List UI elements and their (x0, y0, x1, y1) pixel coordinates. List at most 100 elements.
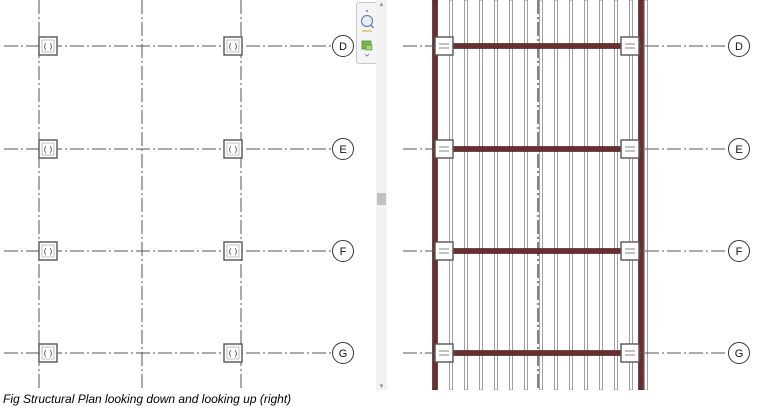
column-outline (620, 36, 640, 56)
right-plan-canvas[interactable]: D E F G (389, 0, 760, 390)
column-symbol: ( ) (44, 349, 53, 358)
column-inner-outline (41, 346, 55, 360)
scroll-down-arrow-icon[interactable]: ▾ (379, 382, 384, 390)
joist (569, 0, 573, 390)
girder (638, 0, 644, 390)
column-marker[interactable] (620, 139, 640, 159)
joist (599, 0, 603, 390)
column-symbol: ( ) (44, 42, 53, 51)
grid-bubble[interactable]: F (728, 240, 750, 262)
grid-label-f: F (736, 246, 743, 258)
grid-label-f: F (340, 246, 347, 258)
grid-bubble[interactable]: D (728, 35, 750, 57)
navigation-bar-icons (360, 9, 375, 57)
grid-bubble-circle (332, 138, 354, 160)
column-marker[interactable] (620, 241, 640, 261)
grid-label-e: E (339, 144, 346, 156)
column-outline (434, 343, 454, 363)
joist (494, 0, 498, 390)
column-marker[interactable]: ( ) (223, 139, 243, 159)
grid-bubble-circle (728, 240, 750, 262)
grid-label-d: D (339, 41, 347, 53)
column-marker[interactable]: ( ) (38, 343, 58, 363)
joist (554, 0, 558, 390)
column-marker[interactable]: ( ) (38, 36, 58, 56)
vertical-scrollbar[interactable]: ▴ ▾ (376, 0, 387, 390)
beam[interactable] (444, 146, 630, 152)
joist (629, 0, 633, 390)
column-marker[interactable] (620, 343, 640, 363)
column-outline (620, 139, 640, 159)
left-plan-canvas[interactable]: ( ) ( ) D ( ) ( ) E ( ) ( ) F ( ) ( ) G (0, 0, 358, 390)
grid-bubble-circle (728, 138, 750, 160)
column-outline (38, 241, 58, 261)
column-outline (434, 36, 454, 56)
column-inner-outline (226, 346, 240, 360)
column-inner-outline (41, 142, 55, 156)
grid-bubble-circle (728, 35, 750, 57)
grid-bubble[interactable]: F (332, 240, 354, 262)
column-outline (434, 139, 454, 159)
girder (432, 0, 438, 390)
column-inner-outline (41, 39, 55, 53)
column-inner-outline (226, 142, 240, 156)
grid-label-e: E (735, 144, 742, 156)
column-outline (223, 343, 243, 363)
column-symbol: ( ) (44, 145, 53, 154)
grid-label-g: G (735, 348, 744, 360)
column-marker[interactable] (434, 241, 454, 261)
column-outline (38, 343, 58, 363)
grid-bubble-circle (332, 240, 354, 262)
column-marker[interactable]: ( ) (223, 343, 243, 363)
right-structural-plan[interactable]: D E F G (389, 0, 760, 390)
joist (479, 0, 483, 390)
grid-bubble[interactable]: E (332, 138, 354, 160)
nav-bar-top-handle[interactable] (365, 9, 369, 13)
grid-bubble[interactable]: G (332, 342, 354, 364)
zoom-icon[interactable] (360, 14, 375, 32)
joist (644, 0, 648, 390)
left-structural-plan[interactable]: ( ) ( ) D ( ) ( ) E ( ) ( ) F ( ) ( ) G (0, 0, 358, 390)
column-marker[interactable]: ( ) (38, 241, 58, 261)
grid-bubble[interactable]: D (332, 35, 354, 57)
joist (584, 0, 588, 390)
scroll-up-arrow-icon[interactable]: ▴ (379, 0, 384, 8)
grid-label-d: D (735, 41, 743, 53)
joist (464, 0, 468, 390)
column-outline (223, 241, 243, 261)
column-outline (620, 343, 640, 363)
beam[interactable] (444, 248, 630, 254)
joist (539, 0, 543, 390)
joist (614, 0, 618, 390)
column-marker[interactable] (434, 343, 454, 363)
grid-label-g: G (339, 348, 348, 360)
scroll-thumb[interactable] (377, 193, 386, 205)
grid-bubble[interactable]: E (728, 138, 750, 160)
column-marker[interactable] (434, 36, 454, 56)
column-symbol: ( ) (229, 247, 238, 256)
figure-caption: Fig Structural Plan looking down and loo… (3, 392, 292, 406)
column-marker[interactable]: ( ) (38, 139, 58, 159)
column-marker[interactable]: ( ) (223, 241, 243, 261)
column-outline (223, 36, 243, 56)
column-marker[interactable] (620, 36, 640, 56)
navigation-bar[interactable] (356, 2, 378, 64)
beam[interactable] (444, 43, 630, 49)
column-outline (38, 36, 58, 56)
column-inner-outline (226, 39, 240, 53)
column-symbol: ( ) (229, 145, 238, 154)
grid-bubble[interactable]: G (728, 342, 750, 364)
column-outline (434, 241, 454, 261)
column-outline (620, 241, 640, 261)
column-inner-outline (226, 244, 240, 258)
column-symbol: ( ) (229, 349, 238, 358)
column-marker[interactable] (434, 139, 454, 159)
column-inner-outline (41, 244, 55, 258)
column-outline (223, 139, 243, 159)
beam[interactable] (444, 350, 630, 356)
joist (509, 0, 513, 390)
view-cube-icon[interactable] (361, 40, 373, 57)
column-symbol: ( ) (229, 42, 238, 51)
column-marker[interactable]: ( ) (223, 36, 243, 56)
grid-bubble-circle (332, 342, 354, 364)
